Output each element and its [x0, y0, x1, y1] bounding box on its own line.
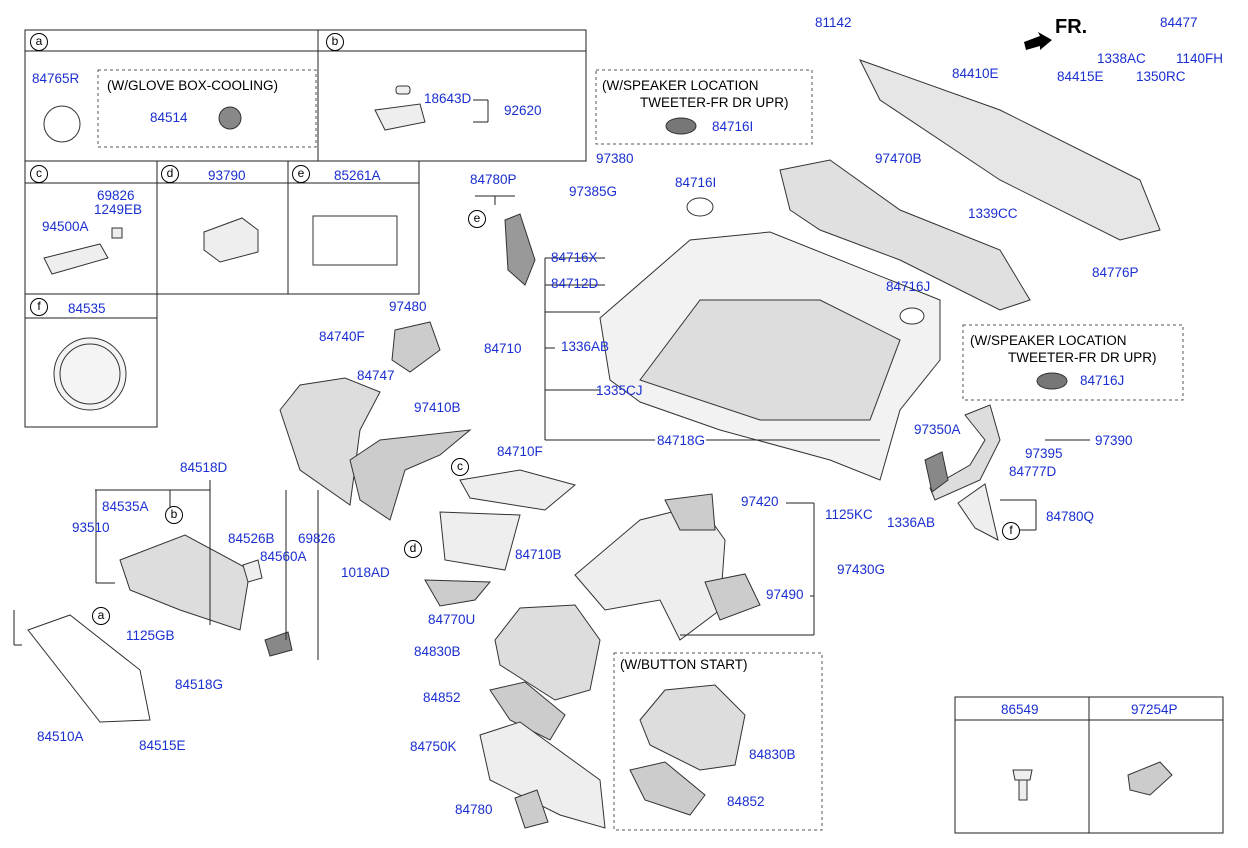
callout-c: c: [30, 165, 48, 183]
part-97490: 97490: [766, 587, 804, 602]
part-1125KC: 1125KC: [825, 507, 873, 522]
part-84510A: 84510A: [37, 729, 84, 744]
part-84518G: 84518G: [175, 677, 224, 692]
part-97480: 97480: [389, 299, 427, 314]
part-97350A: 97350A: [914, 422, 961, 437]
part-84535: 84535: [68, 301, 106, 316]
part-86549: 86549: [1001, 702, 1039, 717]
part-97410B: 97410B: [414, 400, 461, 415]
callout-b: b: [326, 33, 344, 51]
part-1336AB-b: 1336AB: [887, 515, 936, 530]
part-84477: 84477: [1160, 15, 1198, 30]
part-1125GB: 1125GB: [126, 628, 175, 643]
part-1338AC: 1338AC: [1097, 51, 1146, 66]
part-84716I-mid: 84716I: [675, 175, 717, 190]
part-84515E: 84515E: [139, 738, 186, 753]
part-84770U: 84770U: [428, 612, 476, 627]
part-84777D: 84777D: [1009, 464, 1057, 479]
callout-a-marker: a: [92, 607, 110, 625]
part-1336AB: 1336AB: [561, 339, 610, 354]
part-93510: 93510: [72, 520, 110, 535]
part-84710F: 84710F: [497, 444, 543, 459]
part-84830B-b: 84830B: [749, 747, 796, 762]
note-speaker-right-2: TWEETER-FR DR UPR): [1008, 350, 1157, 365]
part-1350RC: 1350RC: [1136, 69, 1186, 84]
note-speaker-right-1: (W/SPEAKER LOCATION: [970, 333, 1127, 348]
part-84852-b: 84852: [727, 794, 765, 809]
note-glove-cooling: (W/GLOVE BOX-COOLING): [107, 78, 279, 93]
part-92620: 92620: [504, 103, 542, 118]
part-84765R: 84765R: [32, 71, 80, 86]
part-84716I-top: 84716I: [712, 119, 754, 134]
part-84718G: 84718G: [657, 433, 706, 448]
part-18643D: 18643D: [424, 91, 472, 106]
callout-e-marker: e: [468, 210, 486, 228]
part-84740F: 84740F: [319, 329, 365, 344]
part-84750K: 84750K: [410, 739, 457, 754]
part-84712D: 84712D: [551, 276, 599, 291]
part-84852: 84852: [423, 690, 461, 705]
callout-a: a: [30, 33, 48, 51]
part-1249EB: 1249EB: [94, 202, 143, 217]
callout-f: f: [30, 298, 48, 316]
part-84716J: 84716J: [886, 279, 931, 294]
part-97254P: 97254P: [1131, 702, 1178, 717]
inset-frame-cde: [24, 160, 420, 295]
part-84830B: 84830B: [414, 644, 461, 659]
part-93790: 93790: [208, 168, 246, 183]
part-69826-a: 69826: [97, 188, 135, 203]
part-84535A: 84535A: [102, 499, 149, 514]
part-97390: 97390: [1095, 433, 1133, 448]
part-84526B: 84526B: [228, 531, 275, 546]
part-97380: 97380: [596, 151, 634, 166]
part-97420: 97420: [741, 494, 779, 509]
part-84780P: 84780P: [470, 172, 517, 187]
part-97470B: 97470B: [875, 151, 922, 166]
part-1335CJ: 1335CJ: [596, 383, 643, 398]
inset-frame-f: [24, 293, 158, 428]
front-label: FR.: [1055, 16, 1088, 38]
part-84776P: 84776P: [1092, 265, 1139, 280]
part-84780Q: 84780Q: [1046, 509, 1095, 524]
part-84514: 84514: [150, 110, 188, 125]
part-97395: 97395: [1025, 446, 1063, 461]
part-84410E: 84410E: [952, 66, 999, 81]
part-69826-b: 69826: [298, 531, 336, 546]
part-97430G: 97430G: [837, 562, 886, 577]
part-81142: 81142: [815, 15, 852, 30]
callout-d: d: [161, 165, 179, 183]
callout-b-marker: b: [165, 506, 183, 524]
part-84780: 84780: [455, 802, 493, 817]
part-84710B: 84710B: [515, 547, 562, 562]
part-84716X: 84716X: [551, 250, 598, 265]
part-85261A: 85261A: [334, 168, 381, 183]
callout-d-marker: d: [404, 540, 422, 558]
note-speaker-top-1: (W/SPEAKER LOCATION: [602, 78, 759, 93]
part-84710: 84710: [484, 341, 522, 356]
callout-e: e: [292, 165, 310, 183]
part-84415E: 84415E: [1057, 69, 1104, 84]
part-1339CC: 1339CC: [968, 206, 1018, 221]
part-84518D: 84518D: [180, 460, 228, 475]
part-84716J-box: 84716J: [1080, 373, 1125, 388]
part-97385G: 97385G: [569, 184, 618, 199]
callout-f-marker: f: [1002, 522, 1020, 540]
part-84747: 84747: [357, 368, 395, 383]
part-84560A: 84560A: [260, 549, 307, 564]
callout-c-marker: c: [451, 458, 469, 476]
part-1018AD: 1018AD: [341, 565, 390, 580]
note-speaker-top-2: TWEETER-FR DR UPR): [640, 95, 789, 110]
part-94500A: 94500A: [42, 219, 89, 234]
note-button-start: (W/BUTTON START): [620, 657, 748, 672]
part-1140FH: 1140FH: [1176, 51, 1224, 66]
